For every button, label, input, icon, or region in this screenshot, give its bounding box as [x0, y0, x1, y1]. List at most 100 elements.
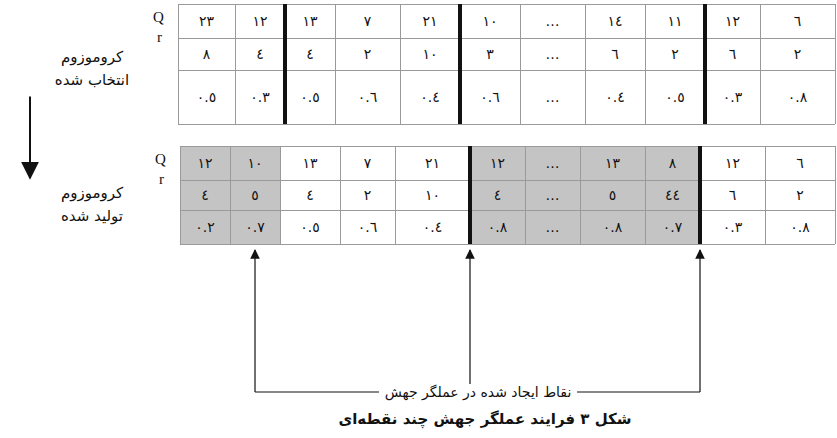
gene-value: ٠.٢	[195, 219, 215, 235]
gene-value: ٤	[201, 187, 209, 203]
gene-value: ٠.٣	[723, 89, 743, 105]
gene-cell: ٠.٨	[765, 210, 835, 244]
gene-value: ٥	[251, 187, 259, 203]
gene-value: ٦	[794, 13, 802, 29]
gene-value: ۱۲	[725, 155, 740, 171]
gene-value: ۱۲	[490, 155, 505, 171]
gene-cell: ٠.٥	[280, 210, 340, 244]
gene-value: …	[546, 187, 560, 203]
gene-value: ۱۳	[302, 155, 317, 171]
gene-value: ۲	[794, 46, 802, 62]
gene-cell: ٦	[700, 180, 765, 210]
grid-row-line	[178, 5, 835, 125]
gene-cell: ٦	[760, 4, 835, 38]
gene-value: ٤	[494, 187, 502, 203]
gene-value: ۱۲	[725, 13, 740, 29]
gene-value: ٠.٦	[358, 219, 378, 235]
gene-cell: ٠.٧	[230, 210, 280, 244]
flow-arrow	[29, 97, 31, 179]
mutated-gene-shade	[180, 146, 700, 244]
gene-value: ۳	[486, 46, 494, 62]
gene-value: ۲	[364, 187, 372, 203]
gene-cell: ۲	[340, 180, 395, 210]
gene-value: ۱۳	[302, 13, 317, 29]
gene-value: ۲	[364, 46, 372, 62]
gene-value: ٠.٨	[790, 219, 810, 235]
gene-value: ٦	[796, 155, 804, 171]
gene-cell: ٠.٦	[460, 70, 520, 124]
gene-value: ٠.٧	[245, 219, 265, 235]
gene-value: ٠.٣	[250, 89, 270, 105]
gene-cell: ٠.٣	[235, 70, 285, 124]
grid-column-line	[179, 4, 836, 124]
gene-value: ٦	[611, 46, 619, 62]
gene-value: ۲۱	[422, 13, 437, 29]
gene-value: ٤	[306, 187, 314, 203]
gene-cell: ۱۲	[235, 4, 285, 38]
gene-cell: ۲۱	[400, 4, 460, 38]
gene-cell: ۱۳	[280, 146, 340, 180]
gene-cell: ۱۲	[180, 146, 230, 180]
gene-cell: ٠.٤	[585, 70, 645, 124]
gene-cell: ٤	[180, 180, 230, 210]
gene-cell: ۱۲	[705, 4, 760, 38]
gene-value: ۸	[669, 155, 677, 171]
gene-cell: ۱۳	[285, 4, 335, 38]
gene-cell: ۸	[645, 146, 700, 180]
gene-value: ٠.٤	[420, 89, 440, 105]
gene-cell: ٠.٥	[285, 70, 335, 124]
figure-caption: شکل ۳ فرایند عملگر جهش چند نقطه‌ای	[338, 410, 631, 428]
gene-cell: ٠.٦	[340, 210, 395, 244]
mutation-point-bar	[283, 4, 707, 124]
gene-value: ۱۰	[425, 187, 440, 203]
gene-cell: ۱۳	[580, 146, 645, 180]
chromosome-label: کروموزوم تولید شده	[8, 180, 135, 231]
gene-cell: ۱۱	[645, 4, 705, 38]
gene-cell: ٦	[765, 146, 835, 180]
gene-value: ٠.٤	[605, 89, 625, 105]
gene-value: ٠.٨	[788, 89, 808, 105]
grid-column-line	[181, 146, 836, 244]
gene-cell: ۱۰	[230, 146, 280, 180]
gene-value: ۲۳	[199, 13, 214, 29]
gene-value: ۱۰	[247, 155, 262, 171]
gene-cell: …	[520, 4, 585, 38]
gene-cell: ٠.٨	[760, 70, 835, 124]
chromosome-label: کروموزوم انتخاب شده	[8, 44, 135, 95]
gene-cell: …	[520, 38, 585, 70]
gene-cell: ۱۲	[700, 146, 765, 180]
gene-value: ٠.٨	[603, 219, 623, 235]
gene-value: ۱۲	[252, 13, 267, 29]
gene-value: ٠.٥	[300, 219, 320, 235]
gene-value: ۷	[364, 155, 372, 171]
gene-cell: ۷	[335, 4, 400, 38]
gene-value: ۱۲	[197, 155, 212, 171]
gene-value: ۱۳	[605, 155, 620, 171]
gene-cell: ۷	[340, 146, 395, 180]
gene-value: ٠.٦	[480, 89, 500, 105]
gene-cell: ٤	[235, 38, 285, 70]
gene-value: ۲۱	[425, 155, 440, 171]
gene-value: ۸	[203, 46, 211, 62]
mutation-pointer-arrow	[255, 250, 700, 392]
gene-value: ۲	[796, 187, 804, 203]
gene-value: ٦	[729, 187, 737, 203]
gene-cell: ۸	[178, 38, 235, 70]
gene-value: …	[546, 89, 560, 105]
gene-value: ۱۱	[667, 13, 682, 29]
gene-cell: ٠.٦	[335, 70, 400, 124]
mutation-point-bar	[468, 146, 702, 244]
gene-cell: ٠.٣	[705, 70, 760, 124]
row-label: Q	[155, 152, 166, 167]
gene-cell: ۱٤	[585, 4, 645, 38]
gene-cell: ٤	[285, 38, 335, 70]
gene-cell: ٥	[580, 180, 645, 210]
gene-value: …	[546, 46, 560, 62]
gene-cell: ٠.٣	[700, 210, 765, 244]
gene-value: ۱٤	[607, 13, 622, 29]
gene-cell: …	[525, 146, 580, 180]
gene-value: ٠.٥	[300, 89, 320, 105]
gene-value: ٠.٨	[488, 219, 508, 235]
